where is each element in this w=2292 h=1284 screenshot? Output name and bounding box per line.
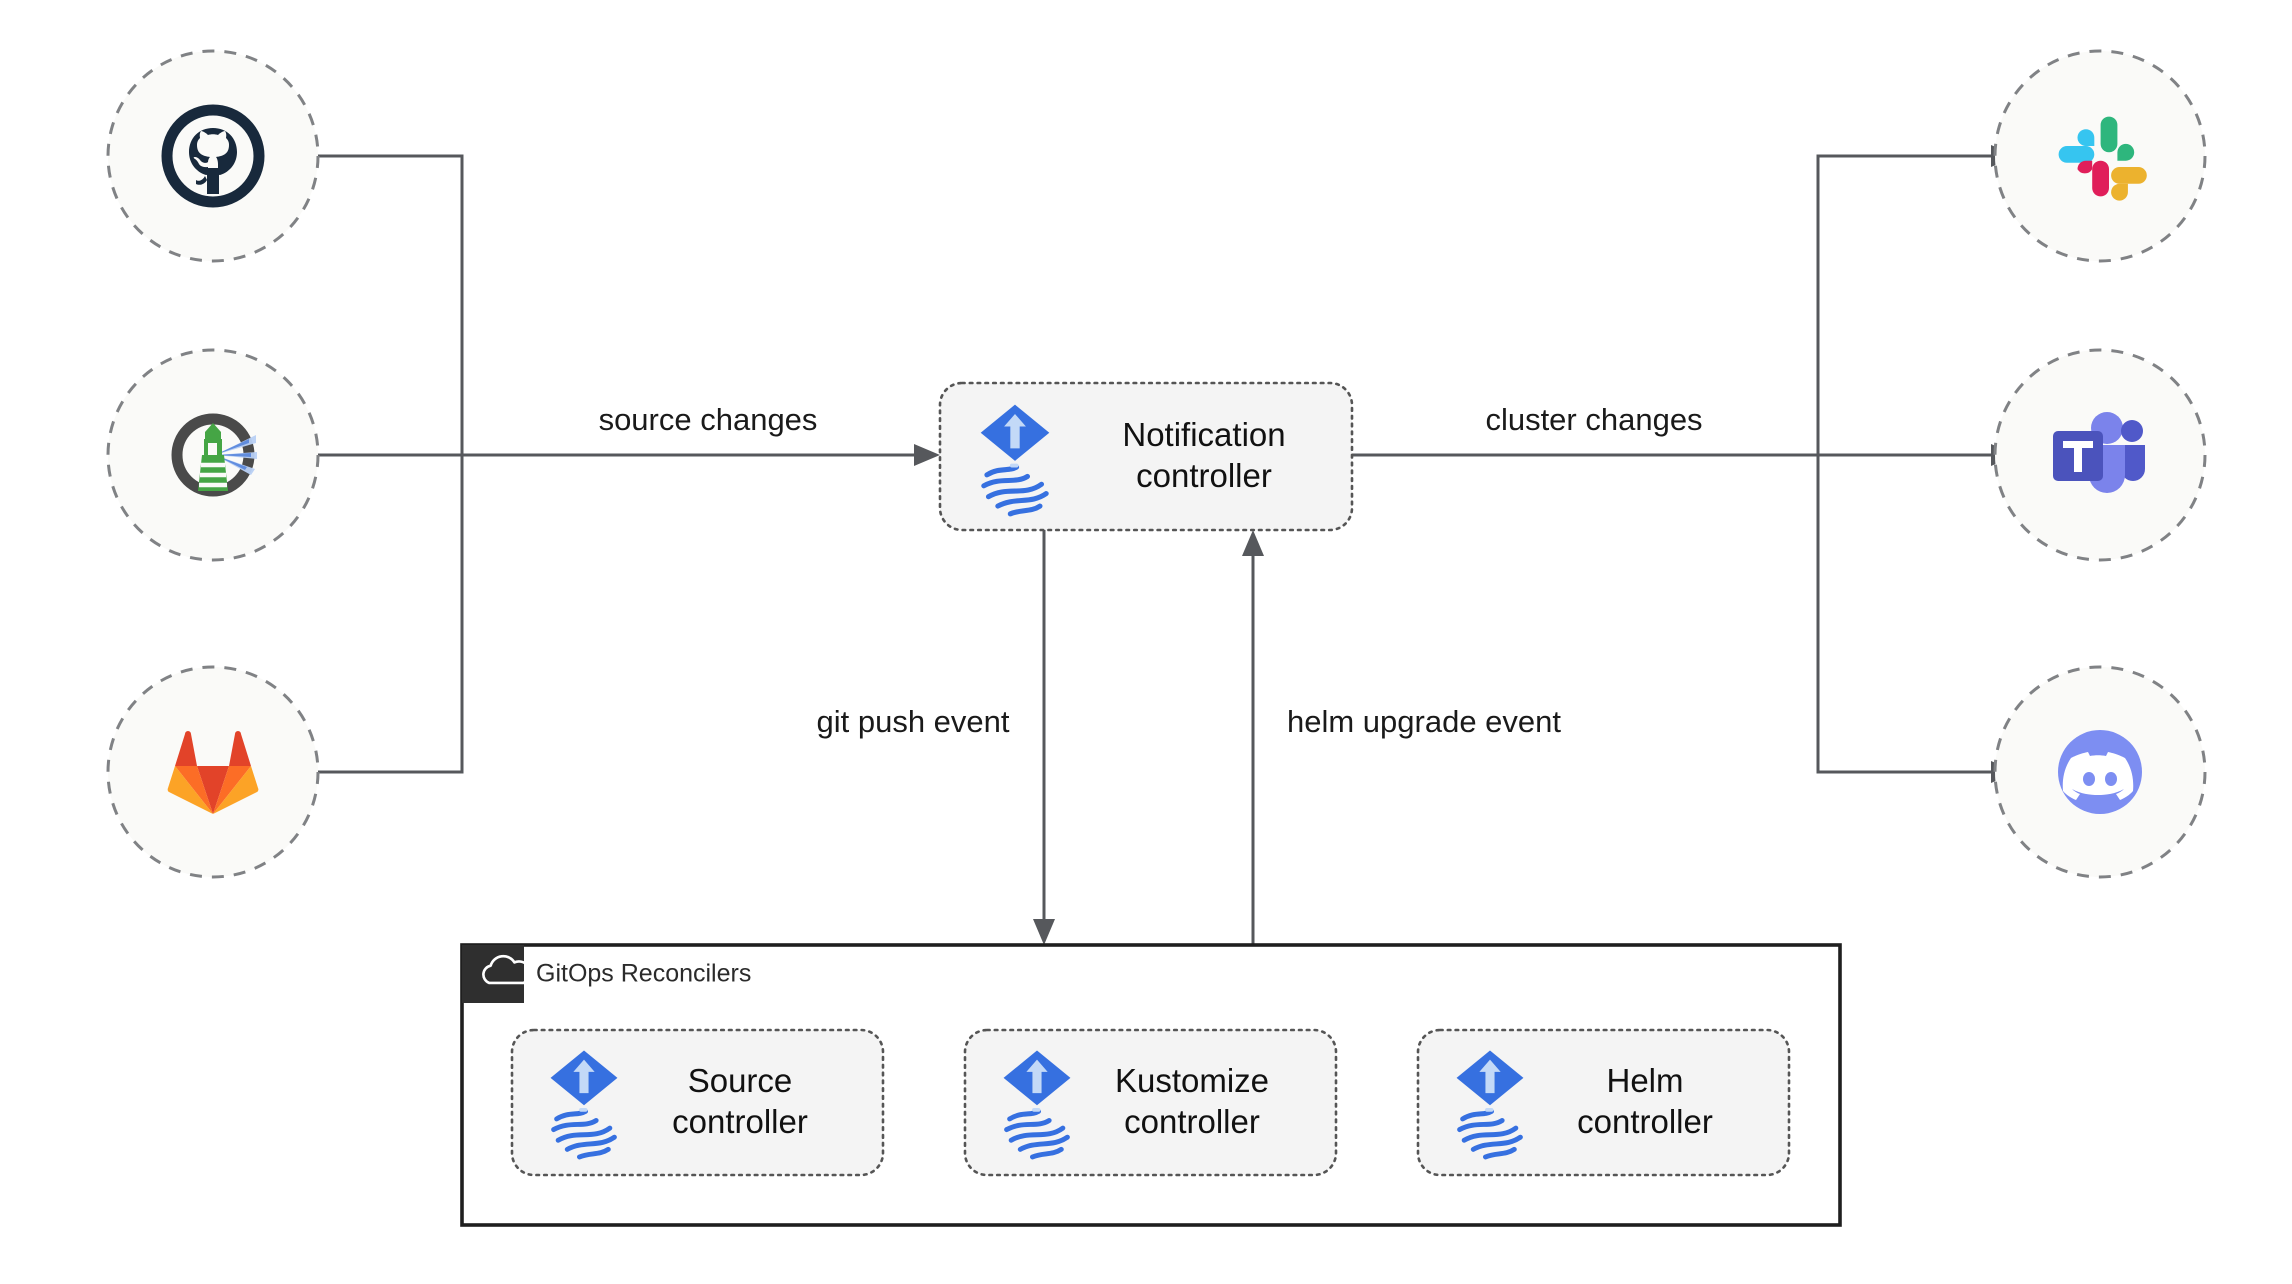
source-node-gitlab[interactable] — [106, 665, 320, 879]
source-node-flux[interactable] — [106, 348, 320, 562]
edge-bus-to-slack — [1816, 154, 2002, 455]
helm-controller-node[interactable]: Helm controller — [1416, 1028, 1791, 1177]
edge-labels-layer: source changes cluster changes git push … — [568, 396, 1732, 744]
edge-label-git-push-event: git push event — [816, 704, 1009, 739]
source-changes-label-bg — [568, 396, 848, 442]
edge-label-helm-upgrade-event: helm upgrade event — [1287, 704, 1561, 739]
edge-bus-to-discord — [1816, 455, 2002, 774]
destination-node-slack[interactable] — [1993, 49, 2207, 263]
discord-icon — [2058, 730, 2142, 814]
helm-upgrade-event-label-bg — [1264, 698, 1584, 744]
source-controller-label-line2: controller — [672, 1103, 808, 1140]
arrow-git-push-event — [1033, 919, 1055, 945]
kustomize-controller-box[interactable] — [963, 1028, 1338, 1177]
source-controller-node[interactable]: Source controller — [510, 1028, 885, 1177]
notification-controller-label-line1: Notification — [1122, 416, 1285, 453]
source-controller-label-line1: Source — [688, 1062, 793, 1099]
group-title: GitOps Reconcilers — [536, 960, 751, 988]
slack-node-circle[interactable] — [1993, 49, 2207, 263]
destination-node-teams[interactable] — [1993, 348, 2207, 562]
group-tab-background — [462, 945, 524, 1003]
edge-label-source-changes: source changes — [599, 402, 818, 437]
helm-controller-label-line2: controller — [1577, 1103, 1713, 1140]
github-node-circle[interactable] — [106, 49, 320, 263]
helm-controller-label-line1: Helm — [1606, 1062, 1683, 1099]
source-controller-box[interactable] — [510, 1028, 885, 1177]
edge-label-cluster-changes: cluster changes — [1485, 402, 1702, 437]
cluster-changes-label-bg — [1457, 396, 1732, 442]
kustomize-controller-label-line2: controller — [1124, 1103, 1260, 1140]
helm-controller-box[interactable] — [1416, 1028, 1791, 1177]
kustomize-controller-node[interactable]: Kustomize controller — [963, 1028, 1338, 1177]
arrow-helm-upgrade-event — [1242, 530, 1264, 556]
git-push-event-label-bg — [784, 698, 1034, 744]
destination-node-discord[interactable] — [1993, 665, 2207, 879]
source-node-github[interactable] — [106, 49, 320, 263]
notification-controller-node[interactable]: Notification controller — [938, 381, 1354, 532]
notification-controller-label-line2: controller — [1136, 457, 1272, 494]
arrow-source-changes — [914, 444, 940, 466]
kustomize-controller-label-line1: Kustomize — [1115, 1062, 1269, 1099]
